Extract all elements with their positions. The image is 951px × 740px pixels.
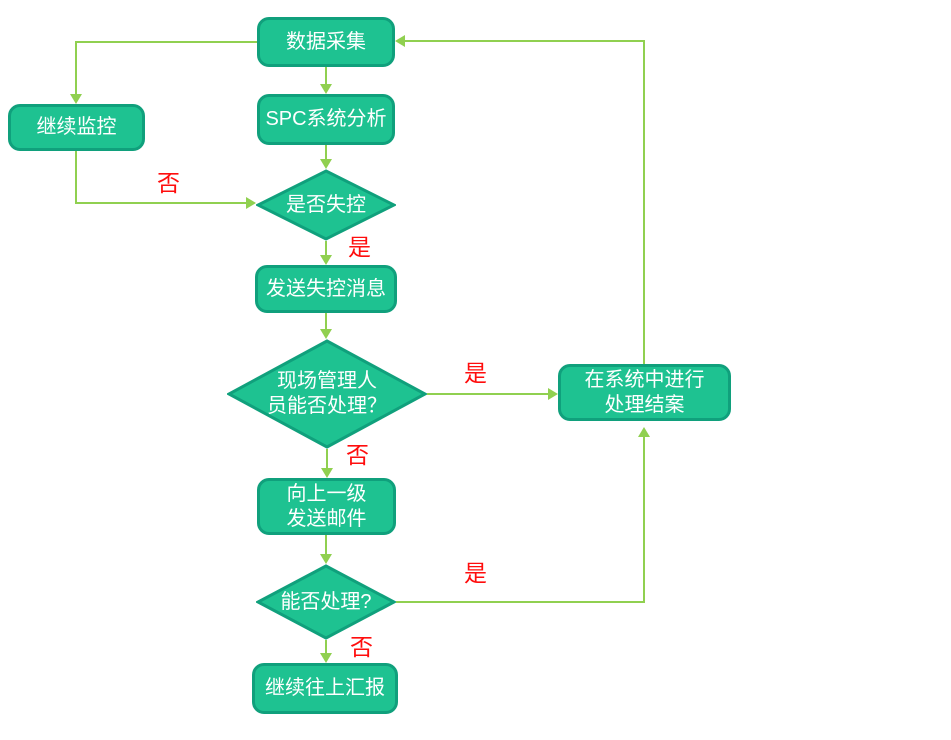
decision-can-handle-text: 能否处理? bbox=[280, 590, 372, 613]
decision-out-of-control-label: 是否失控 bbox=[256, 169, 396, 241]
connector-canhandle-to-report bbox=[325, 640, 327, 653]
connector-email-to-canhandle bbox=[325, 535, 327, 554]
connector-monitor-loop-vertical bbox=[75, 151, 77, 203]
edge-label-no-onsite: 否 bbox=[346, 442, 369, 468]
decision-can-handle: 能否处理? bbox=[256, 564, 396, 640]
decision-can-handle-label: 能否处理? bbox=[256, 564, 396, 640]
arrowhead-into-report-up bbox=[320, 653, 332, 663]
connector-canhandle-yes-vertical bbox=[643, 437, 645, 603]
arrowhead-into-out-of-control bbox=[320, 159, 332, 169]
connector-onsite-to-email bbox=[326, 449, 328, 468]
node-send-message: 发送失控消息 bbox=[255, 265, 397, 313]
node-data-collection-label: 数据采集 bbox=[286, 30, 366, 53]
connector-control-to-send bbox=[325, 241, 327, 255]
node-send-message-label: 发送失控消息 bbox=[266, 277, 386, 300]
arrowhead-into-send-message bbox=[320, 255, 332, 265]
edge-label-yes-canhandle: 是 bbox=[464, 560, 487, 586]
connector-onsite-yes bbox=[427, 393, 548, 395]
connector-canhandle-yes-horizontal bbox=[396, 601, 645, 603]
diamond-shape-icon bbox=[256, 564, 396, 640]
node-email-up-line2: 发送邮件 bbox=[286, 507, 367, 530]
arrowhead-into-email-up bbox=[321, 468, 333, 478]
node-continue-monitor: 继续监控 bbox=[8, 104, 145, 151]
node-system-close-line2: 处理结案 bbox=[604, 393, 685, 416]
arrowhead-into-spc bbox=[320, 84, 332, 94]
node-email-up: 向上一级 发送邮件 bbox=[257, 478, 396, 535]
connector-send-to-onsite bbox=[325, 313, 327, 329]
diamond-shape-icon bbox=[256, 169, 396, 241]
edge-label-no-monitor: 否 bbox=[157, 170, 180, 196]
node-continue-monitor-label: 继续监控 bbox=[36, 116, 117, 138]
connector-collect-to-monitor-horizontal bbox=[76, 41, 257, 43]
arrowhead-into-system-close bbox=[548, 388, 558, 400]
decision-onsite-line2: 员能否处理？ bbox=[267, 395, 387, 417]
node-data-collection: 数据采集 bbox=[257, 17, 395, 67]
node-spc-analysis: SPC系统分析 bbox=[257, 94, 395, 145]
edge-label-yes-control: 是 bbox=[348, 234, 371, 260]
node-email-up-line1: 向上一级 bbox=[286, 482, 367, 505]
node-report-up-label: 继续往上汇报 bbox=[265, 677, 385, 699]
connector-monitor-loop-horizontal bbox=[75, 202, 246, 204]
edge-label-no-canhandle: 否 bbox=[350, 634, 373, 660]
node-spc-analysis-label: SPC系统分析 bbox=[265, 108, 387, 130]
decision-out-of-control: 是否失控 bbox=[256, 169, 396, 241]
arrowhead-up-into-system-close bbox=[638, 427, 650, 437]
decision-out-of-control-text: 是否失控 bbox=[286, 193, 366, 216]
diamond-shape-icon bbox=[227, 339, 427, 449]
arrowhead-into-continue-monitor bbox=[70, 94, 82, 104]
connector-close-loop-horizontal bbox=[405, 40, 645, 42]
edge-label-yes-onsite: 是 bbox=[464, 360, 487, 386]
connector-spc-to-control bbox=[325, 145, 327, 159]
node-report-up: 继续往上汇报 bbox=[252, 663, 398, 714]
connector-collect-to-monitor-vertical bbox=[75, 41, 77, 94]
arrowhead-into-can-handle bbox=[320, 554, 332, 564]
arrowhead-into-out-of-control-left bbox=[246, 197, 256, 209]
connector-close-loop-vertical bbox=[643, 40, 645, 364]
decision-onsite-handle-label: 现场管理人 员能否处理？ bbox=[227, 339, 427, 449]
connector-collect-to-spc bbox=[325, 67, 327, 84]
decision-onsite-handle: 现场管理人 员能否处理？ bbox=[227, 339, 427, 449]
arrowhead-into-data-collection bbox=[395, 35, 405, 47]
node-system-close: 在系统中进行 处理结案 bbox=[558, 364, 731, 421]
arrowhead-into-onsite-decision bbox=[320, 329, 332, 339]
node-system-close-line1: 在系统中进行 bbox=[584, 368, 705, 391]
decision-onsite-line1: 现场管理人 bbox=[277, 370, 377, 392]
